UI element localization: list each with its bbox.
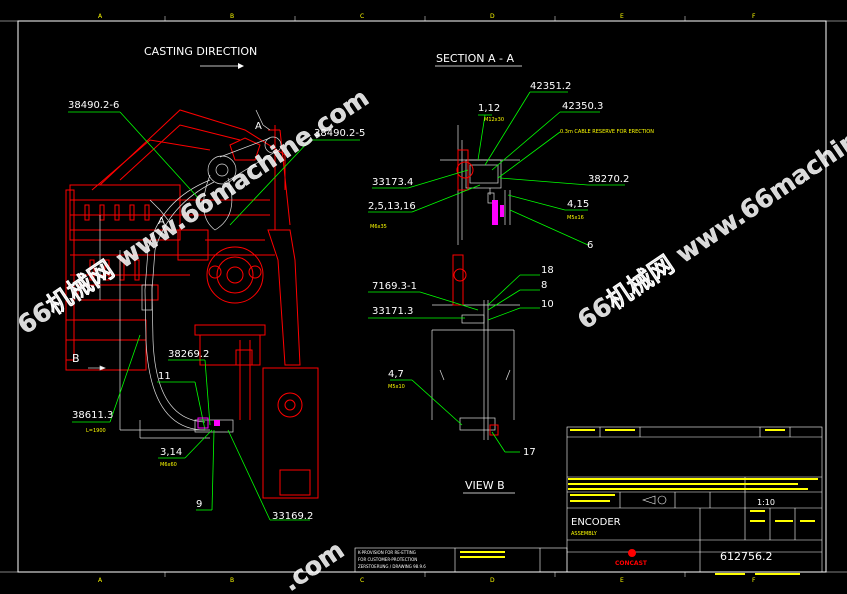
- part-label-1-12: 1,12: [478, 103, 500, 114]
- section-arrow-a-bottom: A: [158, 216, 165, 227]
- title-note-2: FOR CUSTOMER-PROTECTION: [358, 557, 417, 562]
- zone-c-bottom: C: [360, 577, 364, 584]
- zone-e-top: E: [620, 13, 624, 20]
- view-arrow-b: B: [72, 352, 80, 365]
- zone-b-top: B: [230, 13, 234, 20]
- part-label-7169-3-1: 7169.3-1: [372, 281, 417, 292]
- zone-a-top: A: [98, 13, 103, 20]
- zone-f-top: F: [752, 13, 756, 20]
- part-label-38611-3: 38611.3: [72, 410, 113, 421]
- watermark-bottom: .com: [277, 535, 349, 594]
- title-block: [354, 426, 823, 573]
- part-label-42351-2: 42351.2: [530, 81, 571, 92]
- company-name: CONCAST: [615, 560, 648, 567]
- title-note-3: ZERSTOERUNG / DRAWING 98.9.6: [358, 564, 426, 569]
- part-label-38270-2: 38270.2: [588, 174, 629, 185]
- part-label-2-5-13-16: 2,5,13,16: [368, 201, 416, 212]
- part-note-m5x10: M5x10: [388, 384, 405, 390]
- part-label-33169-2: 33169.2: [272, 511, 313, 522]
- casting-direction-label: CASTING DIRECTION: [144, 45, 257, 58]
- part-label-18: 18: [541, 265, 554, 276]
- title-drawing-number: 612756.2: [720, 550, 773, 563]
- title-note-1: K-PROVISION FOR RE-ETTING: [358, 550, 416, 555]
- section-a-a-view: SECTION A - A: [368, 52, 654, 251]
- part-label-38269-2: 38269.2: [168, 349, 209, 360]
- section-title: SECTION A - A: [436, 52, 514, 65]
- part-label-42350-3: 42350.3: [562, 101, 603, 112]
- machine-frame: [65, 109, 319, 499]
- part-note-m6x60: M6x60: [160, 462, 177, 468]
- zone-f-bottom: F: [752, 577, 756, 584]
- cable-reserve-note: 0.3m CABLE RESERVE FOR ERECTION: [560, 129, 654, 135]
- part-label-33173-4: 33173.4: [372, 177, 413, 188]
- zone-b-bottom: B: [230, 577, 234, 584]
- part-label-38490-2-6: 38490.2-6: [68, 100, 119, 111]
- part-label-3-14: 3,14: [160, 447, 182, 458]
- section-arrow-a-top: A: [255, 121, 262, 132]
- view-b-title: VIEW B: [465, 479, 505, 492]
- zone-c-top: C: [360, 13, 364, 20]
- company-logo-icon: [628, 549, 636, 557]
- part-label-17: 17: [523, 447, 536, 458]
- zone-e-bottom: E: [620, 577, 624, 584]
- zone-d-bottom: D: [490, 577, 495, 584]
- part-note-l1900: L=1900: [86, 428, 106, 434]
- title-encoder: ENCODER: [571, 517, 621, 528]
- leader-lines-left: [68, 111, 360, 521]
- part-label-11: 11: [158, 371, 171, 382]
- projection-symbol-icon: [642, 495, 667, 505]
- part-label-4-7: 4,7: [388, 369, 404, 380]
- view-b: 7169.3-1 18 8 33171.3 10 4,7 M5x10 17 VI…: [368, 254, 554, 494]
- part-label-8: 8: [541, 280, 547, 291]
- main-machine-view: CASTING DIRECTION: [65, 45, 365, 522]
- part-label-33171-3: 33171.3: [372, 306, 413, 317]
- part-label-9: 9: [196, 499, 202, 510]
- title-scale: 1:10: [757, 498, 775, 507]
- part-note-m12x30: M12x30: [484, 117, 504, 123]
- zone-a-bottom: A: [98, 577, 103, 584]
- part-label-38490-2-5: 38490.2-5: [314, 128, 365, 139]
- part-label-6: 6: [587, 240, 593, 251]
- title-block-fills: [460, 429, 818, 575]
- title-assembly: ASSEMBLY: [571, 531, 598, 537]
- part-note-m5x16: M5x16: [567, 215, 584, 221]
- part-note-m6x35: M6x35: [370, 224, 387, 230]
- watermark-right: 66机械网 www.66machine.com: [572, 78, 847, 335]
- part-label-10: 10: [541, 299, 554, 310]
- zone-d-top: D: [490, 13, 495, 20]
- part-label-4-15: 4,15: [567, 199, 589, 210]
